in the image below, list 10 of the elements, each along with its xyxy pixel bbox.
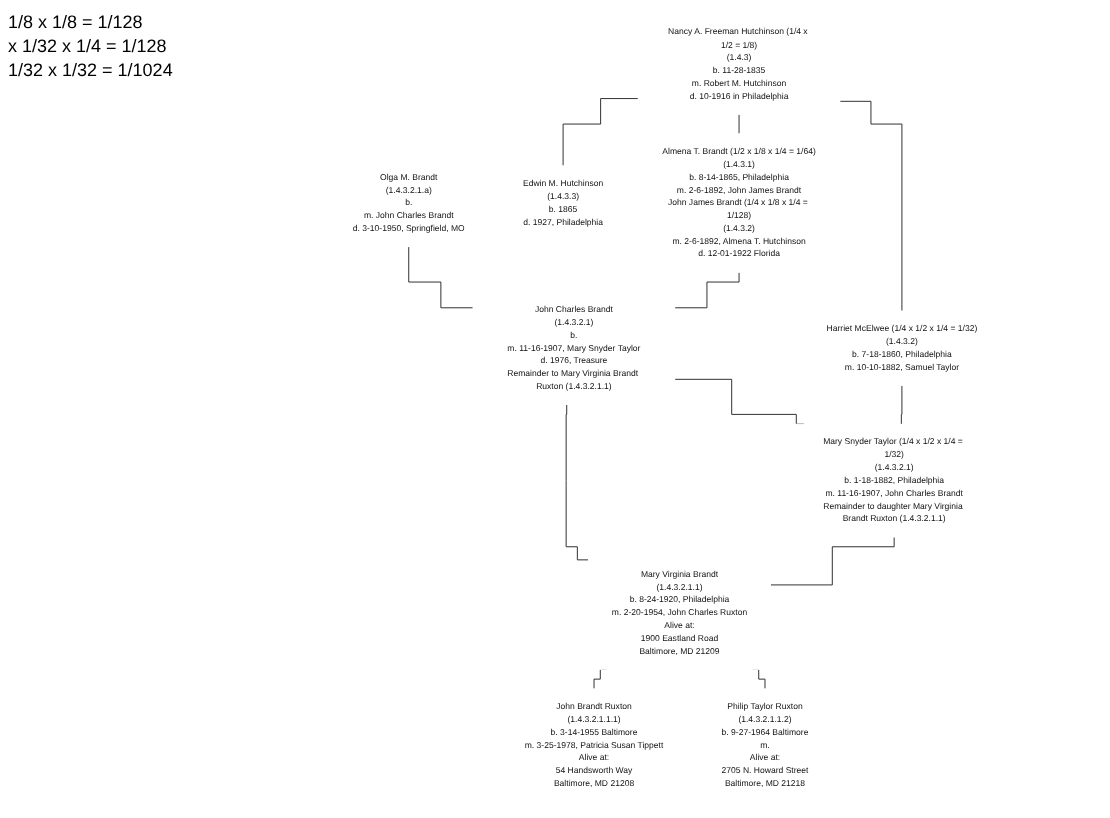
fraction-note: 1/32 x 1/32 = 1/1024 (8, 60, 175, 80)
connector (769, 536, 895, 586)
connector (408, 246, 474, 309)
fraction-note: 1/8 x 1/8 = 1/128 (8, 12, 145, 32)
fraction-note: x 1/32 x 1/4 = 1/128 (8, 36, 169, 56)
connector (900, 385, 903, 425)
connector (565, 404, 590, 561)
connector (674, 271, 740, 309)
connector (839, 100, 903, 312)
connector (562, 98, 639, 167)
